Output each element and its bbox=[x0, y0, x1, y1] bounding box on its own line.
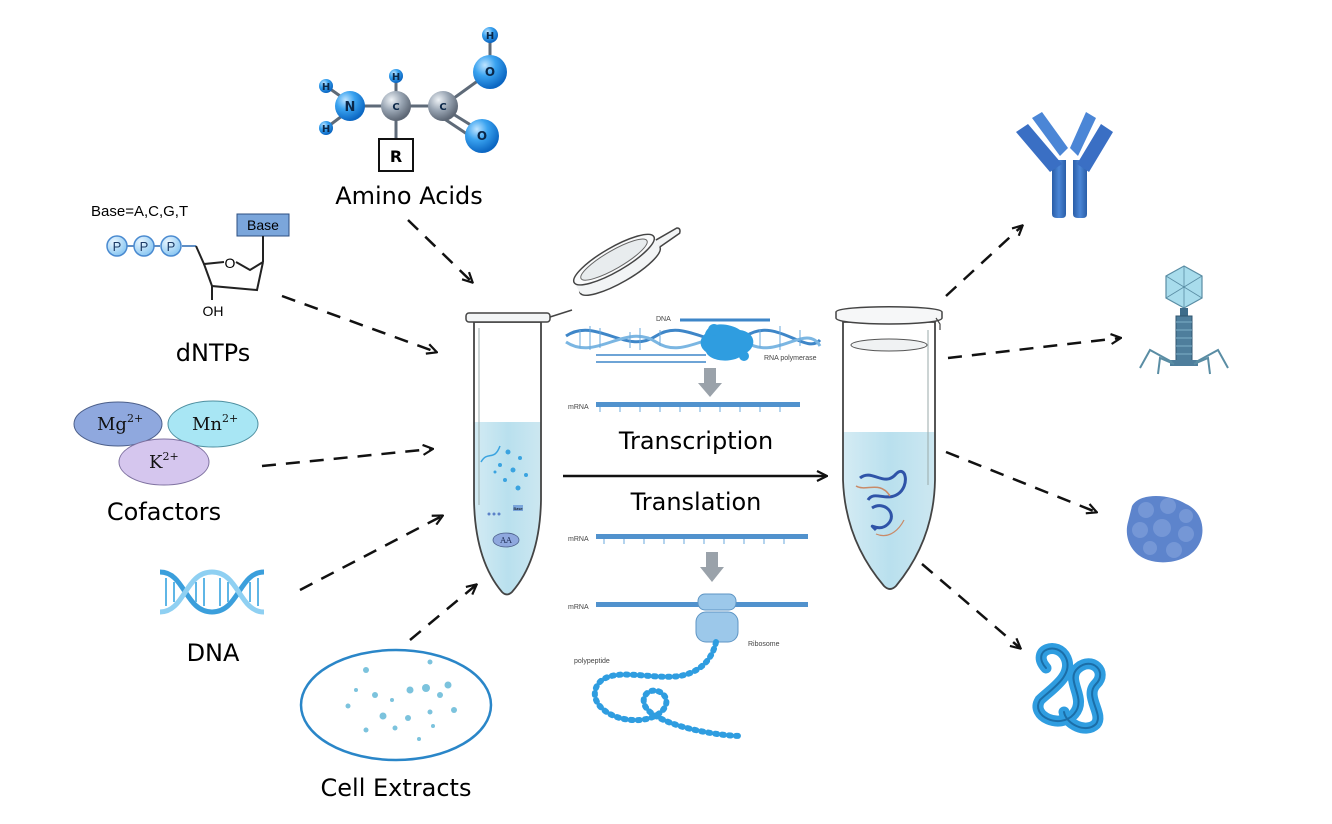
carbon-atom bbox=[428, 91, 458, 121]
amino-acid-structure: H H H H N C C O O R bbox=[319, 27, 507, 172]
svg-text:P: P bbox=[140, 239, 149, 254]
svg-text:K2+: K2+ bbox=[149, 450, 179, 473]
cell-extract-icon bbox=[299, 648, 493, 762]
svg-text:Ribosome: Ribosome bbox=[748, 641, 780, 648]
svg-text:mRNA: mRNA bbox=[568, 404, 589, 411]
bacteriophage-icon bbox=[1139, 265, 1229, 375]
cell-extracts-label: Cell Extracts bbox=[321, 774, 472, 802]
atom-h: H bbox=[486, 31, 494, 42]
hydrogen-atom bbox=[389, 69, 403, 83]
arrow-to-antibody bbox=[945, 226, 1022, 297]
transcription-label: Transcription bbox=[618, 427, 773, 455]
protein-icon bbox=[1126, 496, 1203, 563]
translation-label: Translation bbox=[630, 488, 762, 516]
tube-aa-label: AA bbox=[499, 536, 512, 545]
cofactors-label: Cofactors bbox=[107, 498, 221, 526]
svg-text:DNA: DNA bbox=[656, 316, 671, 323]
output-arrows bbox=[921, 226, 1120, 648]
svg-text:RNA polymerase: RNA polymerase bbox=[764, 355, 817, 362]
arrow-to-phage bbox=[947, 338, 1120, 360]
base-note: Base=A,C,G,T bbox=[91, 203, 188, 220]
cofactor-ions: Mg2+ Mn2+ K2+ bbox=[73, 400, 259, 486]
carbon-atom bbox=[381, 91, 411, 121]
arrow-dna bbox=[299, 516, 442, 592]
arrow-dntps bbox=[281, 294, 436, 352]
antibody-icon bbox=[1016, 112, 1113, 218]
dntp-structure: Base=A,C,G,T Base P P P O OH bbox=[91, 203, 290, 319]
mn-ion bbox=[167, 400, 259, 448]
dntps-label: dNTPs bbox=[176, 339, 250, 367]
phosphate-icon bbox=[160, 235, 182, 257]
hydrogen-atom bbox=[482, 27, 498, 43]
reaction-tube-output bbox=[835, 306, 943, 590]
svg-text:O: O bbox=[225, 255, 236, 271]
atom-h: H bbox=[322, 124, 330, 135]
atom-h: H bbox=[392, 72, 400, 83]
oxygen-atom bbox=[465, 119, 499, 153]
input-arrows bbox=[261, 219, 476, 641]
atom-h: H bbox=[322, 82, 330, 93]
ribosome-icon bbox=[695, 611, 739, 643]
transcription-illustration: DNA RNA polymerase mRNA bbox=[565, 316, 822, 412]
atom-n: N bbox=[345, 100, 356, 115]
atom-o: O bbox=[477, 129, 487, 143]
mg-ion bbox=[73, 401, 163, 447]
down-arrow-icon bbox=[698, 383, 722, 397]
hydrogen-atom bbox=[319, 79, 333, 93]
arrow-amino-acids bbox=[407, 219, 472, 282]
svg-text:Mg2+: Mg2+ bbox=[97, 412, 143, 435]
atom-c: C bbox=[439, 102, 446, 113]
arrow-to-peptide bbox=[921, 563, 1020, 648]
phosphate-icon bbox=[106, 235, 128, 257]
svg-text:OH: OH bbox=[203, 303, 224, 319]
dna-label: DNA bbox=[187, 639, 240, 667]
arrow-cofactors bbox=[261, 449, 432, 468]
r-group-label: R bbox=[390, 147, 402, 166]
r-group-box bbox=[378, 138, 414, 172]
k-ion bbox=[118, 438, 210, 486]
amino-acids-label: Amino Acids bbox=[335, 182, 483, 210]
atom-c: C bbox=[392, 102, 399, 113]
svg-text:Mn2+: Mn2+ bbox=[192, 412, 238, 435]
arrow-to-protein bbox=[945, 450, 1096, 512]
arrow-cell-extracts bbox=[409, 585, 476, 641]
phosphate-icon bbox=[133, 235, 155, 257]
oxygen-atom bbox=[473, 55, 507, 89]
atom-o: O bbox=[485, 65, 495, 79]
translation-illustration: mRNA mRNA Ribosome polypeptide bbox=[568, 534, 808, 739]
svg-text:Base: Base bbox=[513, 506, 523, 511]
svg-text:polypeptide: polypeptide bbox=[574, 658, 610, 665]
base-box-label: Base bbox=[247, 217, 279, 233]
svg-text:mRNA: mRNA bbox=[568, 604, 589, 611]
svg-text:P: P bbox=[167, 239, 176, 254]
down-arrow-icon bbox=[700, 567, 724, 582]
folded-peptide-icon bbox=[1032, 643, 1106, 734]
svg-text:mRNA: mRNA bbox=[568, 536, 589, 543]
reaction-tube-input: AA Base bbox=[465, 227, 681, 596]
dna-helix-icon bbox=[159, 569, 265, 615]
svg-text:P: P bbox=[113, 239, 122, 254]
nitrogen-atom bbox=[335, 91, 365, 121]
hydrogen-atom bbox=[319, 121, 333, 135]
